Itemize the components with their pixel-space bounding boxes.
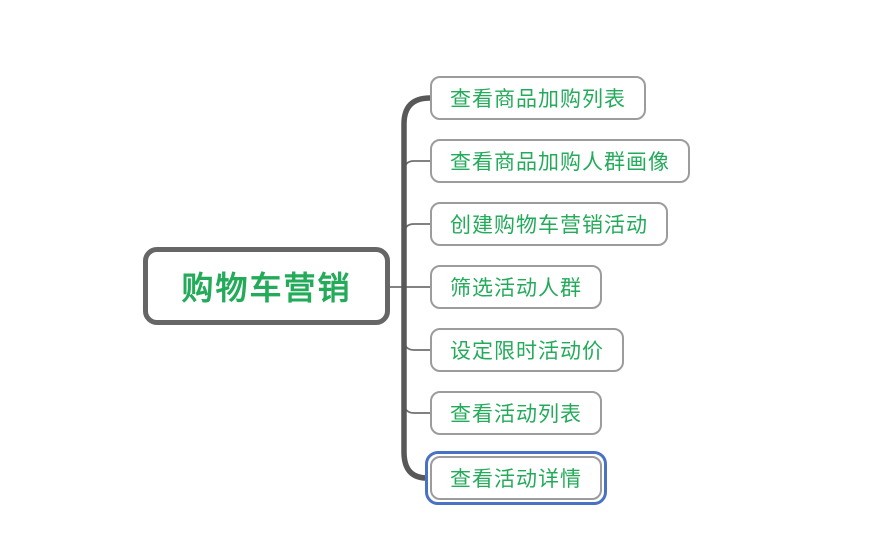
subtopic-label: 查看活动列表: [450, 402, 582, 426]
subtopic-label: 创建购物车营销活动: [450, 213, 648, 237]
subtopic-node[interactable]: 查看活动详情: [430, 456, 602, 500]
root-topic-node[interactable]: 购物车营销: [143, 247, 390, 325]
subtopic-label: 筛选活动人群: [450, 276, 582, 300]
subtopic-node[interactable]: 查看商品加购列表: [430, 76, 646, 120]
root-topic-label: 购物车营销: [181, 270, 352, 306]
subtopic-label: 设定限时活动价: [450, 339, 604, 363]
subtopic-node[interactable]: 查看活动列表: [430, 391, 602, 435]
subtopic-node[interactable]: 设定限时活动价: [430, 328, 624, 372]
subtopic-label: 查看商品加购列表: [450, 87, 626, 111]
subtopic-label: 查看活动详情: [450, 467, 582, 491]
subtopic-node[interactable]: 筛选活动人群: [430, 265, 602, 309]
subtopic-node[interactable]: 创建购物车营销活动: [430, 202, 668, 246]
subtopic-label: 查看商品加购人群画像: [450, 150, 670, 174]
subtopic-node[interactable]: 查看商品加购人群画像: [430, 139, 690, 183]
selection-ring: 查看活动详情: [425, 451, 607, 505]
